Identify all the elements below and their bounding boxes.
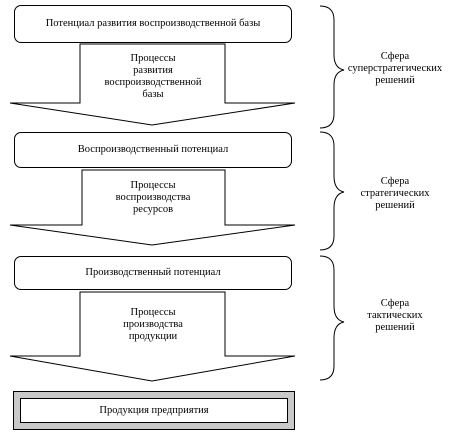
- box-2-label: Воспроизводственный потенциал: [77, 143, 229, 155]
- final-box-label: Продукция предприятия: [99, 405, 209, 416]
- sphere-1-label: Сфера суперстратегических решений: [347, 51, 443, 86]
- arrow-1: [9, 43, 296, 126]
- arrow-3-label: Процессы производства продукции: [123, 307, 183, 342]
- box-1-label: Потенциал развития воспроизводственной б…: [45, 17, 261, 29]
- box-reproduction-potential: Воспроизводственный потенциал: [14, 132, 292, 168]
- arrow-2: [9, 169, 296, 246]
- arrow-2-label: Процессы воспроизводства ресурсов: [115, 180, 191, 215]
- brace-2: [319, 131, 345, 251]
- box-reproduction-base-potential: Потенциал развития воспроизводственной б…: [14, 5, 292, 43]
- arrow-3: [9, 291, 296, 382]
- box-production-potential: Производственный потенциал: [14, 256, 292, 290]
- sphere-2-label: Сфера стратегических решений: [360, 176, 430, 211]
- brace-3: [319, 255, 345, 381]
- brace-1: [319, 5, 345, 129]
- box-enterprise-products-inner: Продукция предприятия: [20, 398, 288, 423]
- box-enterprise-products: Продукция предприятия: [13, 391, 295, 430]
- arrow-1-label: Процессы развития воспроизводственной ба…: [104, 53, 202, 100]
- sphere-3-label: Сфера тактических решений: [367, 298, 423, 333]
- box-3-label: Производственный потенциал: [85, 266, 221, 278]
